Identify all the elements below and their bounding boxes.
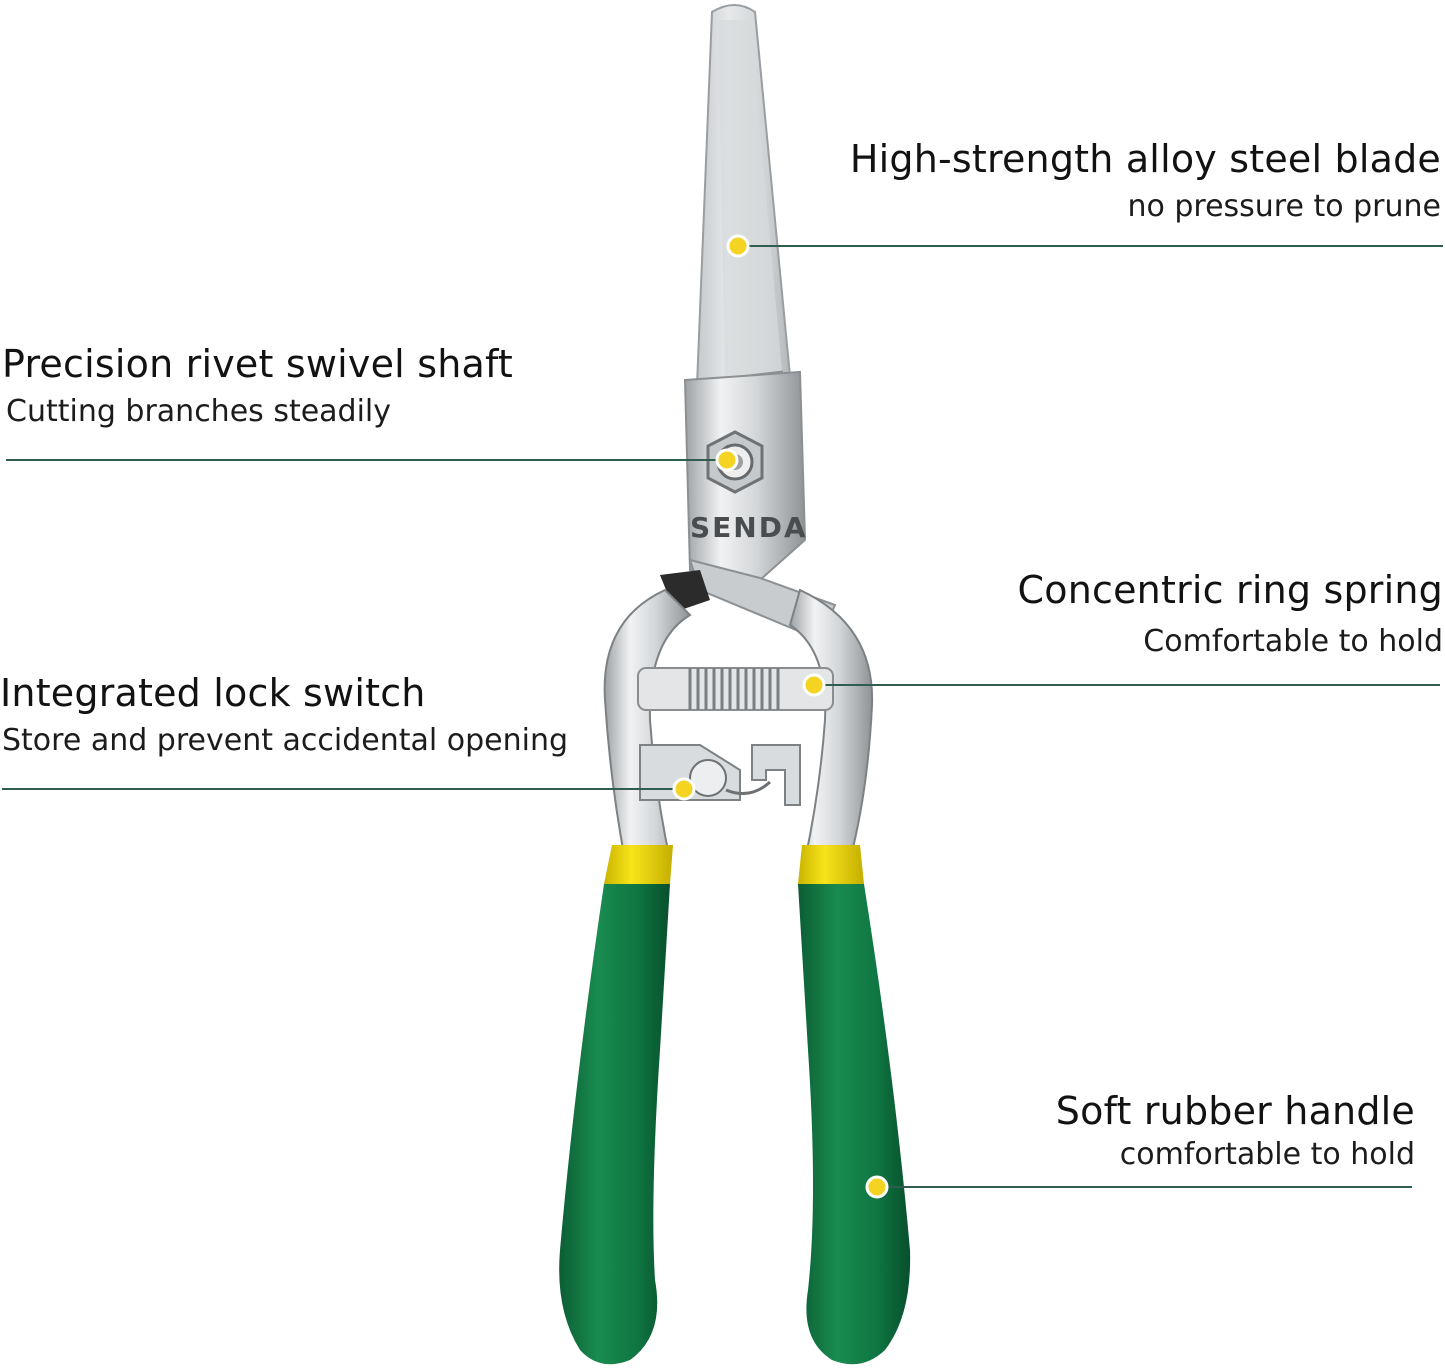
callout-spring: Concentric ring spring Comfortable to ho… (1018, 567, 1443, 661)
brand-logo: SENDA (690, 511, 808, 544)
callout-lock: Integrated lock switch Store and prevent… (0, 670, 568, 760)
handle-collars (604, 845, 864, 884)
callout-lock-title: Integrated lock switch (0, 671, 426, 715)
callout-rivet: Precision rivet swivel shaft Cutting bra… (2, 341, 513, 431)
handle-frame (603, 588, 874, 861)
callout-spring-subtitle: Comfortable to hold (1143, 624, 1443, 659)
callout-handle: Soft rubber handle comfortable to hold (1056, 1088, 1415, 1174)
leader-lines (2, 245, 1443, 1188)
lock-switch (639, 744, 801, 806)
callout-blade-subtitle: no pressure to prune (1127, 189, 1441, 224)
callout-spring-title: Concentric ring spring (1017, 568, 1443, 612)
callout-blade: High-strength alloy steel blade no press… (850, 136, 1441, 226)
marker-dots (672, 234, 889, 1199)
rubber-handles (559, 884, 911, 1365)
callout-handle-subtitle: comfortable to hold (1119, 1137, 1415, 1172)
callout-lock-subtitle: Store and prevent accidental opening (2, 723, 569, 758)
callout-rivet-subtitle: Cutting branches steadily (6, 394, 392, 429)
callout-blade-title: High-strength alloy steel blade (849, 137, 1441, 181)
spring (637, 667, 834, 711)
callout-handle-title: Soft rubber handle (1055, 1089, 1415, 1133)
callout-rivet-title: Precision rivet swivel shaft (2, 342, 513, 386)
